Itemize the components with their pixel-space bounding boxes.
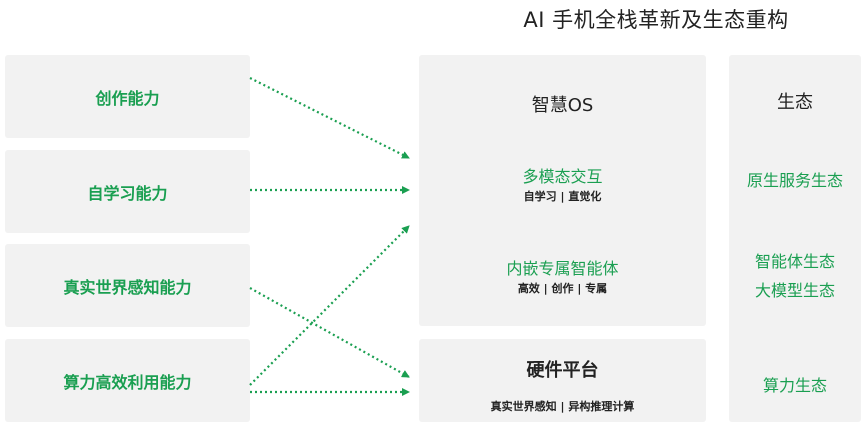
multimodal-interaction-label: 多模态交互	[522, 167, 603, 186]
smart-os-panel: 智慧OS 多模态交互 自学习 | 直觉化 内嵌专属智能体 高效 | 创作 | 专…	[419, 55, 706, 326]
embedded-agent-sub: 高效 | 创作 | 专属	[517, 282, 608, 295]
capability-compute-efficiency: 算力高效利用能力	[5, 339, 250, 422]
eco-agent: 智能体生态	[754, 252, 835, 271]
multimodal-interaction-sub: 自学习 | 直觉化	[523, 190, 602, 203]
smart-os-heading: 智慧OS	[531, 95, 594, 116]
embedded-agent-label: 内嵌专属智能体	[506, 259, 619, 278]
hardware-heading: 硬件平台	[526, 360, 599, 381]
ecosystem-panel: 生态 原生服务生态 智能体生态 大模型生态 算力生态	[729, 55, 861, 422]
arrow-creation-to-os	[249, 77, 410, 159]
hardware-sub: 真实世界感知 | 异构推理计算	[490, 400, 635, 413]
hardware-platform-panel: 硬件平台 真实世界感知 | 异构推理计算	[419, 339, 706, 422]
diagram-title: AI 手机全栈革新及生态重构	[523, 8, 789, 32]
eco-large-model: 大模型生态	[754, 281, 835, 300]
capability-real-world-perception: 真实世界感知能力	[5, 244, 250, 327]
capability-creation: 创作能力	[5, 55, 250, 138]
capability-self-learning: 自学习能力	[5, 150, 250, 233]
ecosystem-heading: 生态	[777, 92, 813, 113]
eco-compute: 算力生态	[762, 376, 827, 395]
arrow-compute-to-os	[249, 225, 410, 386]
eco-native-service: 原生服务生态	[746, 171, 843, 190]
arrow-perception-to-hardware	[249, 287, 410, 378]
